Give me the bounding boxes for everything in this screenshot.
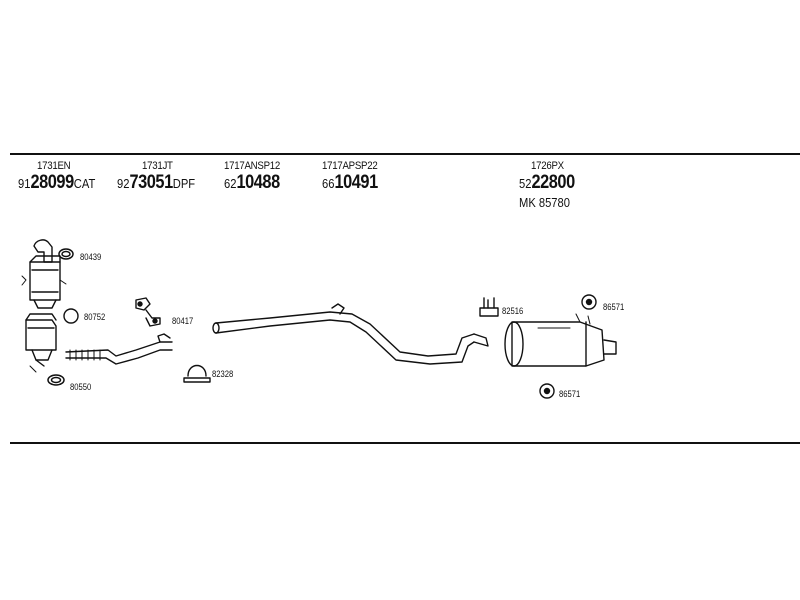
part-code-rear-silencer: 1726PX xyxy=(531,160,564,172)
rubber-mount-top xyxy=(581,294,597,310)
part-number-middle-pipe: 6610491 xyxy=(322,172,378,193)
ring-80752 xyxy=(63,308,79,324)
part-number-front-pipe: 6210488 xyxy=(224,172,280,193)
clamp-80439 xyxy=(58,248,74,260)
clamp-80550 xyxy=(47,374,65,386)
top-divider-line xyxy=(10,153,800,155)
bottom-divider-line xyxy=(10,442,800,444)
label-rubber-mount-bottom: 86571 xyxy=(559,389,581,399)
label-bracket-80417: 80417 xyxy=(172,316,194,326)
catalytic-converter xyxy=(21,239,67,309)
part-code-dpf: 1731JT xyxy=(142,160,173,172)
diesel-particulate-filter xyxy=(25,313,57,373)
mounting-kit-number: MK 85780 xyxy=(519,195,570,210)
label-ring-80752: 80752 xyxy=(84,312,106,322)
u-clamp-82328 xyxy=(183,364,211,383)
part-number-catalyst: 9128099CAT xyxy=(18,172,96,193)
hanger-82516 xyxy=(479,297,499,317)
part-code-middle-pipe: 1717APSP22 xyxy=(322,160,378,172)
part-number-dpf: 9273051DPF xyxy=(117,172,196,193)
part-code-front-pipe: 1717ANSP12 xyxy=(224,160,281,172)
bracket-80417 xyxy=(135,297,161,327)
label-hanger-82516: 82516 xyxy=(502,306,524,316)
part-code-catalyst: 1731EN xyxy=(37,160,71,172)
label-clamp-80550: 80550 xyxy=(70,382,92,392)
label-clamp-80439: 80439 xyxy=(80,252,102,262)
rubber-mount-bottom xyxy=(539,383,555,399)
part-number-rear-silencer: 5222800 xyxy=(519,172,575,193)
label-rubber-mount-top: 86571 xyxy=(603,302,625,312)
label-u-clamp-82328: 82328 xyxy=(212,369,234,379)
rear-silencer xyxy=(504,313,617,367)
front-pipe xyxy=(65,333,173,365)
middle-pipe xyxy=(212,303,489,365)
